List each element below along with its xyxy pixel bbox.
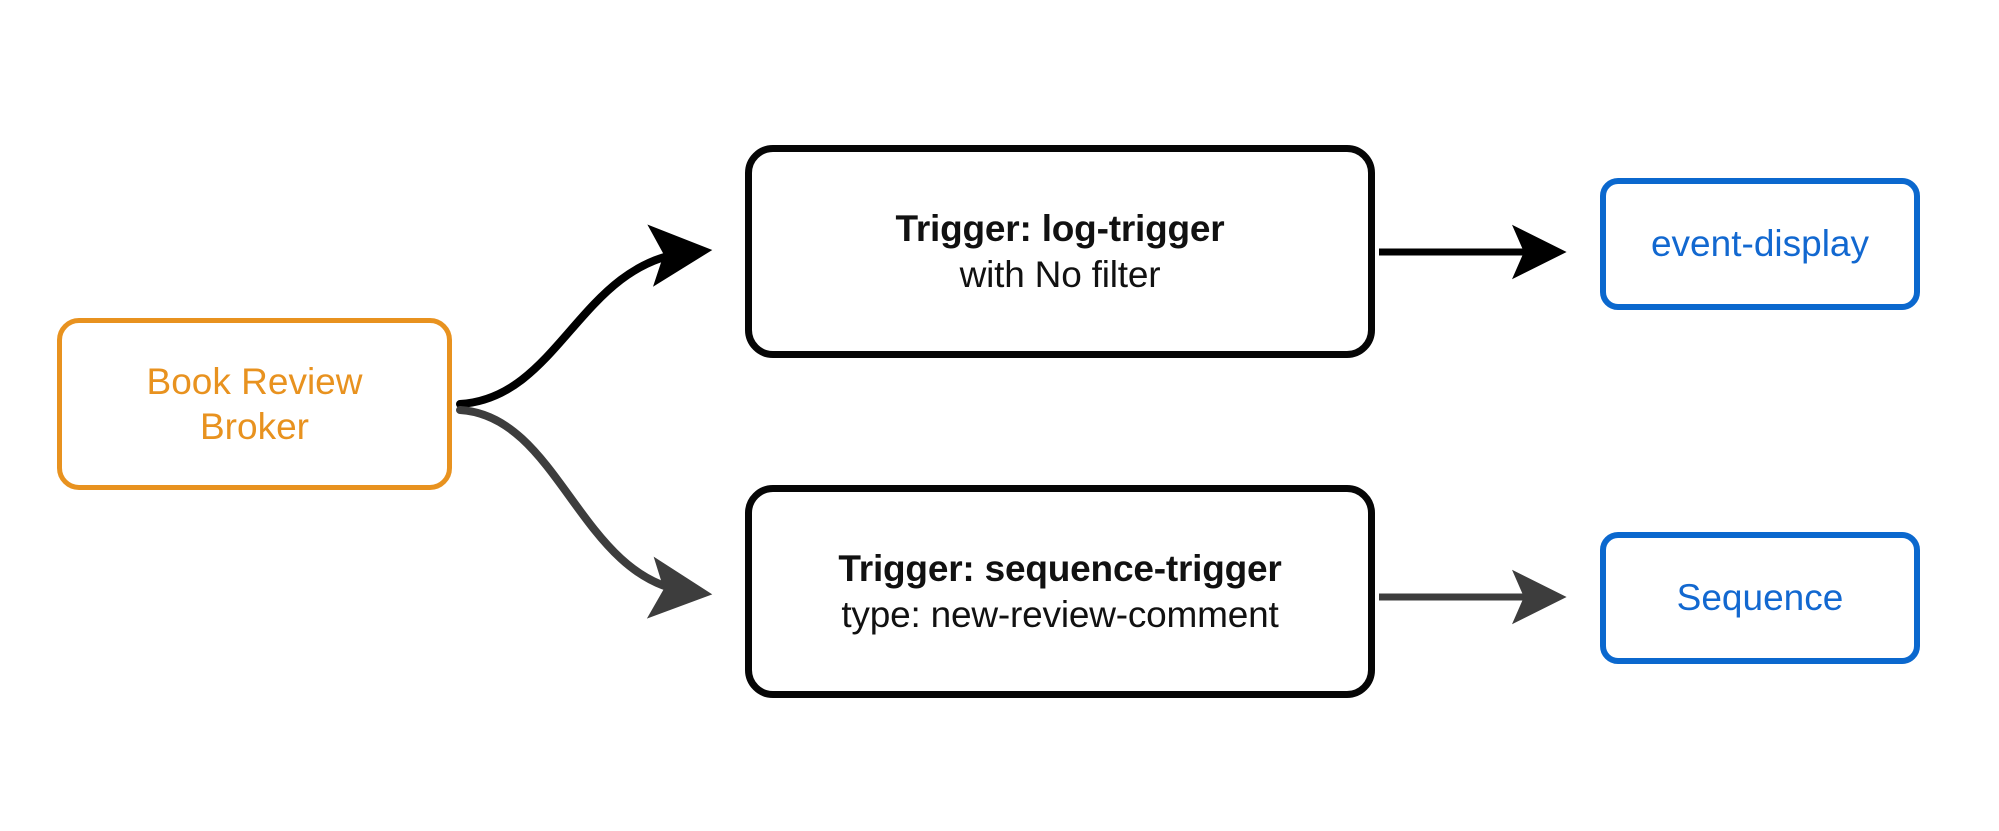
event-display-label: event-display — [1650, 223, 1869, 265]
sequence-trigger-title: Trigger: sequence-trigger — [838, 548, 1282, 590]
log-trigger-title: Trigger: log-trigger — [895, 208, 1225, 250]
node-log-trigger[interactable]: Trigger: log-trigger with No filter — [745, 145, 1375, 358]
node-book-review-broker[interactable]: Book Review Broker — [57, 318, 452, 490]
broker-label-line2: Broker — [200, 406, 309, 447]
edge-broker-to-sequence-trigger — [456, 406, 713, 619]
broker-label-line1: Book Review — [146, 360, 363, 402]
node-sequence-trigger[interactable]: Trigger: sequence-trigger type: new-revi… — [745, 485, 1375, 698]
log-trigger-subtitle: with No filter — [959, 253, 1161, 295]
node-sequence[interactable]: Sequence — [1600, 532, 1920, 664]
sequence-label: Sequence — [1676, 577, 1844, 619]
node-event-display[interactable]: event-display — [1600, 178, 1920, 310]
edge-broker-to-log-trigger — [456, 224, 713, 408]
sequence-trigger-subtitle: type: new-review-comment — [841, 593, 1279, 635]
